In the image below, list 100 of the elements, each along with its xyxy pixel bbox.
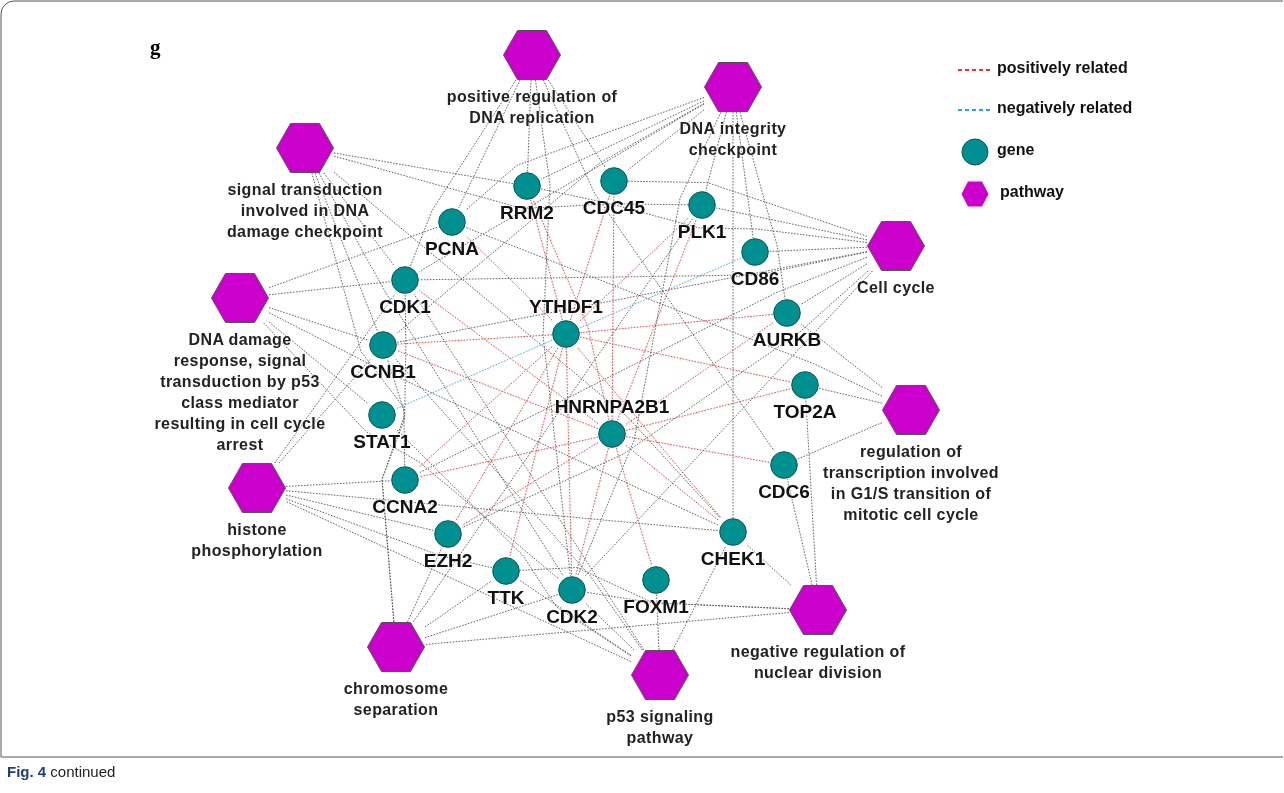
- pathway-link: [285, 480, 392, 487]
- relation-line: [625, 322, 774, 425]
- relation-line: [461, 442, 599, 526]
- pathway-link: [800, 263, 868, 305]
- gene-label: TTK: [487, 587, 525, 609]
- pathway-link: [739, 111, 786, 300]
- gene-label: CDC45: [582, 197, 646, 219]
- pathway-link: [577, 111, 722, 577]
- pathway-link: [735, 111, 754, 239]
- relation-line: [579, 217, 689, 322]
- pathway-link: [527, 79, 532, 173]
- pathway-link: [746, 544, 792, 586]
- pathway-link: [418, 103, 705, 273]
- gene-label: PCNA: [425, 238, 479, 260]
- gene-label: CCNA2: [372, 496, 438, 518]
- relation-line: [418, 436, 599, 478]
- pathway-link: [627, 109, 705, 171]
- relation-line: [615, 447, 653, 567]
- legend-label: gene: [997, 141, 1035, 159]
- pathway-link: [268, 321, 369, 404]
- pathway-link: [285, 490, 720, 532]
- pathway-label: negative regulation of nuclear division: [729, 642, 907, 683]
- relation-line: [418, 346, 553, 468]
- pathway-link: [410, 79, 517, 267]
- pathway-link: [424, 580, 493, 628]
- relation-line: [625, 436, 771, 463]
- pathway-link: [519, 580, 632, 656]
- pathway-link: [412, 218, 693, 623]
- pathway-link: [540, 188, 868, 243]
- pathway-link: [413, 293, 645, 651]
- pathway-link: [333, 171, 721, 519]
- pathway-link: [805, 398, 817, 586]
- pathway-link: [535, 79, 571, 577]
- pathway-link: [285, 498, 493, 569]
- pathway-link: [395, 428, 632, 657]
- pathway-link: [672, 545, 727, 651]
- relation-line: [395, 339, 553, 410]
- pathway-link: [768, 246, 868, 252]
- legend-label: negatively related: [997, 99, 1133, 117]
- pathway-link: [323, 172, 395, 267]
- relation-line: [418, 289, 599, 425]
- pathway-link: [547, 79, 606, 168]
- pathway-link: [395, 358, 643, 651]
- relation-line: [565, 347, 573, 577]
- pathway-link: [268, 226, 439, 289]
- figure-caption: Fig. 4 continued: [7, 763, 116, 780]
- gene-label: AURKB: [752, 329, 822, 351]
- pathway-label: p53 signaling pathway: [605, 707, 715, 748]
- pathway-link: [285, 494, 435, 532]
- pathway-link: [585, 603, 635, 651]
- pathway-label: chromosome separation: [342, 679, 450, 720]
- gene-label: FOXM1: [623, 596, 689, 618]
- pathway-label: histone phosphorylation: [190, 520, 324, 561]
- pathway-link: [396, 103, 705, 334]
- gene-label: EZH2: [423, 550, 473, 572]
- pathway-link: [268, 307, 370, 341]
- gene-label: TOP2A: [773, 401, 837, 423]
- pathway-label: DNA damage response, signal transduction by p53 class mediator resulting in cell cycle arrest: [154, 330, 326, 455]
- pathway-link: [732, 111, 734, 519]
- gene-label: CDK1: [379, 296, 431, 318]
- relation-line: [509, 347, 563, 558]
- pathway-link: [705, 111, 727, 192]
- pathway-link: [381, 358, 406, 623]
- relation-line: [579, 336, 792, 383]
- pathway-link: [542, 79, 775, 452]
- relation-line: [569, 194, 611, 321]
- pathway-link: [274, 293, 396, 464]
- pathway-label: positive regulation of DNA replication: [445, 87, 619, 128]
- pathway-link: [584, 270, 873, 577]
- pathway-link: [465, 97, 705, 211]
- gene-label: PLK1: [677, 221, 727, 243]
- gene-label: CHEK1: [700, 548, 766, 570]
- gene-label: CD86: [730, 268, 780, 290]
- pathway-link: [818, 387, 883, 404]
- pathway-link: [418, 251, 868, 281]
- pathway-link: [424, 612, 790, 645]
- pathway-link: [268, 281, 392, 296]
- pathway-link: [285, 501, 632, 662]
- pathway-link: [263, 322, 559, 579]
- pathway-link: [278, 358, 372, 464]
- relation-line: [465, 235, 553, 321]
- pathway-label: signal transduction involved in DNA damage checkpoint: [225, 180, 385, 242]
- pathway-link: [797, 422, 883, 460]
- pathway-link: [458, 79, 521, 209]
- panel-letter: g: [150, 35, 161, 60]
- pathway-label: regulation of transcription involved in G1/S transition of mitotic cell cycle: [822, 442, 1000, 525]
- relation-line: [579, 313, 774, 334]
- pathway-link: [311, 172, 406, 467]
- relation-line: [575, 447, 609, 577]
- pathway-link: [333, 152, 514, 185]
- pathway-link: [318, 172, 564, 577]
- gene-label: CDK2: [546, 606, 598, 628]
- gene-label: RRM2: [500, 202, 554, 224]
- pathway-link: [333, 155, 689, 210]
- pathway-link: [540, 100, 705, 180]
- relation-line: [617, 218, 697, 421]
- pathway-link: [465, 227, 883, 397]
- relation-line: [579, 257, 742, 329]
- pathway-link: [656, 593, 660, 651]
- pathway-link: [786, 478, 813, 586]
